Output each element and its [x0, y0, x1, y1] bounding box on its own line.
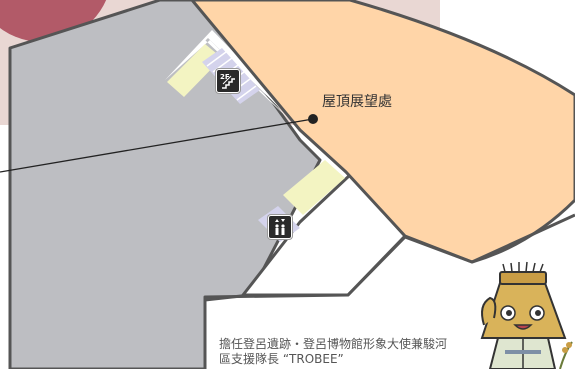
elevator-icon: [268, 215, 292, 239]
caption-line-1: 擔任登呂遺跡・登呂博物館形象大使兼駿河: [219, 337, 448, 351]
roof-observation-label: 屋頂展望處: [322, 94, 392, 110]
mascot-caption: 擔任登呂遺跡・登呂博物館形象大使兼駿河 區支援隊長 “TROBEE”: [219, 337, 447, 367]
corridor-highlight: [283, 160, 345, 215]
caption-line-2: 區支援隊長 “TROBEE”: [219, 352, 344, 366]
pointer-line: [0, 118, 314, 173]
pointer-dot: [308, 114, 318, 124]
walkway-corridor: [165, 30, 352, 298]
stairs-icon-floor: 2F: [220, 73, 230, 81]
lower-wall: [203, 213, 575, 369]
mascot-trobee: [480, 261, 573, 369]
stair-landing-highlight: [167, 44, 222, 97]
red-circle-marker: [0, 0, 107, 42]
stairs-icon: 2F: [216, 69, 240, 93]
